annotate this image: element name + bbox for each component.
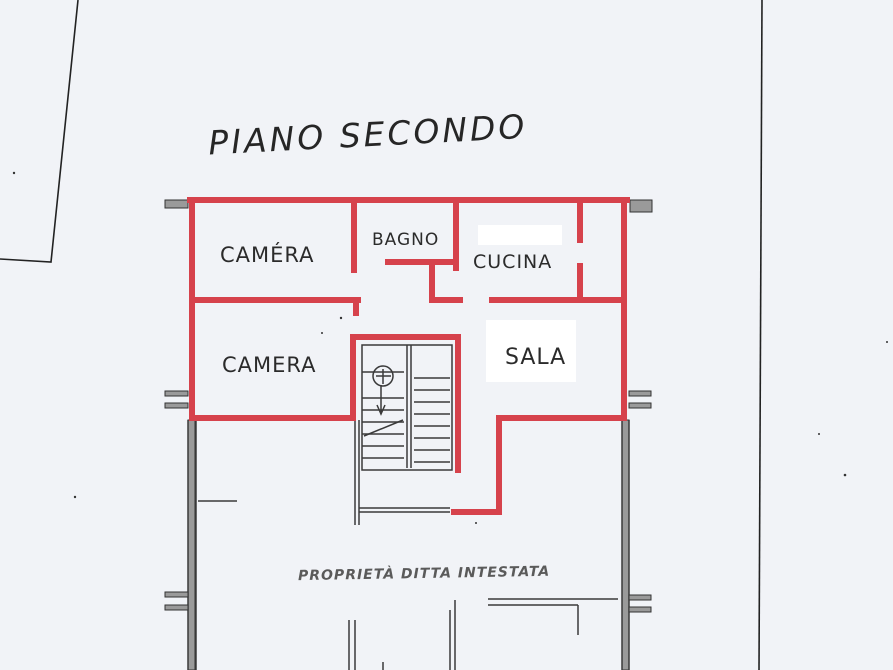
existing-walls bbox=[164, 199, 653, 670]
room-label-sala: SALA bbox=[505, 345, 566, 370]
room-label-camera-2: CAMERA bbox=[222, 353, 317, 377]
room-label-cucina: CUCINA bbox=[473, 251, 552, 273]
site-boundary bbox=[0, 0, 763, 670]
staircase bbox=[361, 344, 453, 471]
room-label-bagno: BAGNO bbox=[372, 230, 439, 250]
plan-title: PIANO SECONDO bbox=[207, 107, 528, 163]
scan-specks bbox=[12, 171, 888, 524]
circle-cross-icon bbox=[372, 365, 394, 387]
apartment-walls bbox=[187, 197, 630, 515]
room-label-camera-1: CAMÉRA bbox=[220, 242, 315, 267]
adjacent-property-label: PROPRIETÀ DITTA INTESTATA bbox=[298, 563, 550, 584]
